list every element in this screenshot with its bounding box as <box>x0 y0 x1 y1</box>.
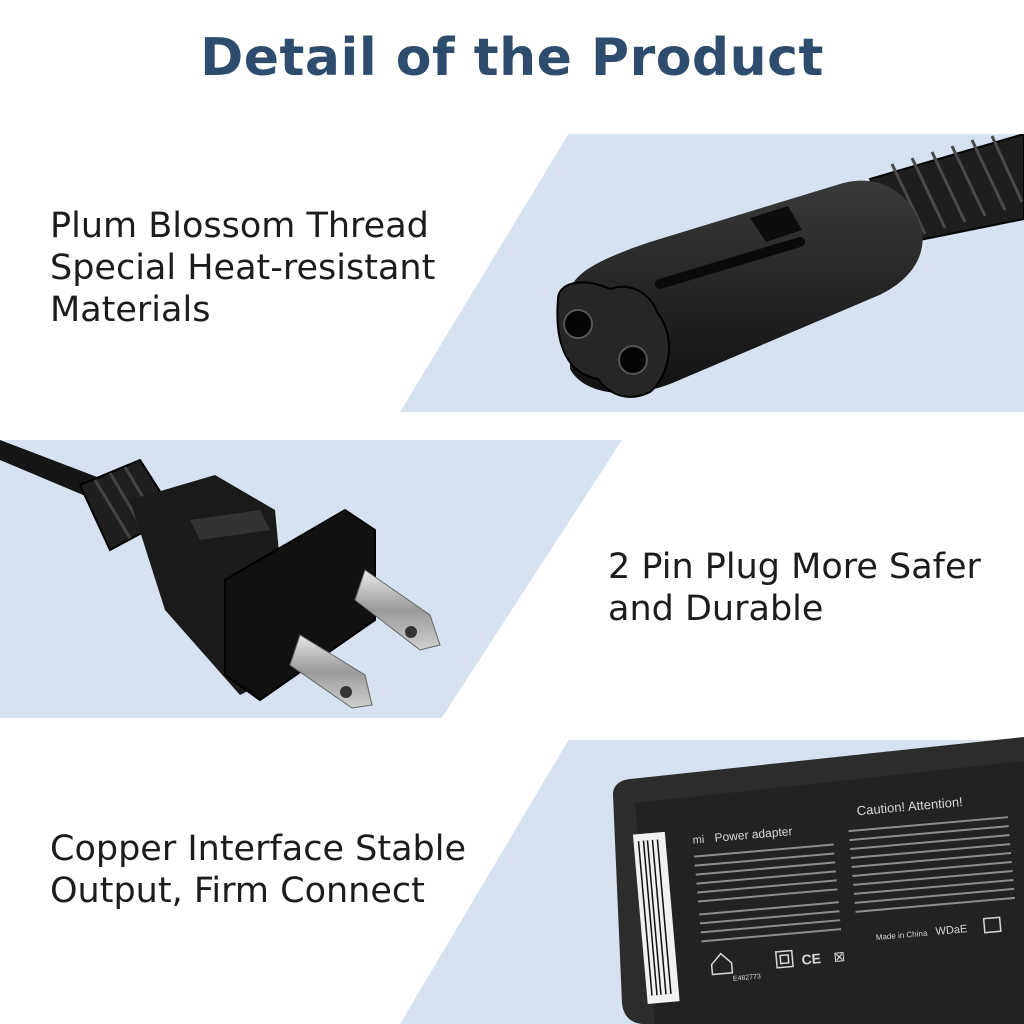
feature-line: Copper Interface Stable <box>50 829 467 869</box>
double-insulation-icon <box>774 949 794 969</box>
power-adapter-image: mi Power adapter Caution! Attention! Mad… <box>613 737 1024 1024</box>
adapter-name: Power adapter <box>714 824 793 845</box>
feature-line: Materials <box>50 290 211 330</box>
ce-mark-icon: CE <box>801 950 822 968</box>
feature-line: and Durable <box>608 589 824 629</box>
feature-text-copper-interface: Copper Interface Stable Output, Firm Con… <box>50 828 466 912</box>
feature-text-two-pin-plug: 2 Pin Plug More Safer and Durable <box>608 546 981 630</box>
manual-icon <box>982 916 1002 934</box>
adapter-code: WDaE <box>935 923 968 938</box>
indoor-use-icon <box>710 952 734 976</box>
feature-line: Plum Blossom Thread <box>50 206 429 246</box>
figure-8-connector-image <box>556 134 1024 398</box>
page-title: Detail of the Product <box>200 28 824 88</box>
feature-line: Special Heat-resistant <box>50 248 436 288</box>
feature-text-heat-resistant: Plum Blossom Thread Special Heat-resista… <box>50 205 435 331</box>
recycle-bin-icon: ⊠ <box>833 948 846 965</box>
feature-line: Output, Firm Connect <box>50 871 425 911</box>
feature-line: 2 Pin Plug More Safer <box>608 547 981 587</box>
adapter-brand: mi <box>692 834 705 847</box>
adapter-ul-code: E482773 <box>733 973 762 982</box>
two-pin-plug-image <box>0 440 441 709</box>
